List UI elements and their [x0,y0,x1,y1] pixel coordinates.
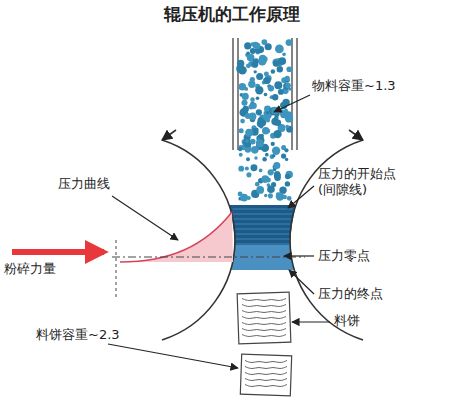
force-arrow [12,249,104,255]
zero-line [112,257,305,258]
callout-label: 粉碎力量 [2,261,58,277]
pressure-curve [120,212,232,262]
material-particles [236,39,293,201]
hopper [233,38,297,150]
callout-label: 压力的终点 [318,286,383,302]
pressure-area [120,212,233,262]
callout-label: 料饼容重~2.3 [36,327,120,343]
compaction-stripes [232,209,292,244]
callout-label: 压力曲线 [58,176,110,192]
callout-label: 物料容重~1.3 [312,78,396,94]
callout-label: 压力零点 [318,248,370,264]
title: 辊压机的工作原理 [164,3,300,26]
callout-label: 压力的开始点 (间隙线) [318,166,406,199]
force-reference-line [116,240,117,300]
leader-lines [108,95,330,368]
callout-label: 料饼 [334,313,360,329]
flakes [237,292,292,396]
compaction-zone [229,205,296,245]
flake-layers [242,299,287,387]
